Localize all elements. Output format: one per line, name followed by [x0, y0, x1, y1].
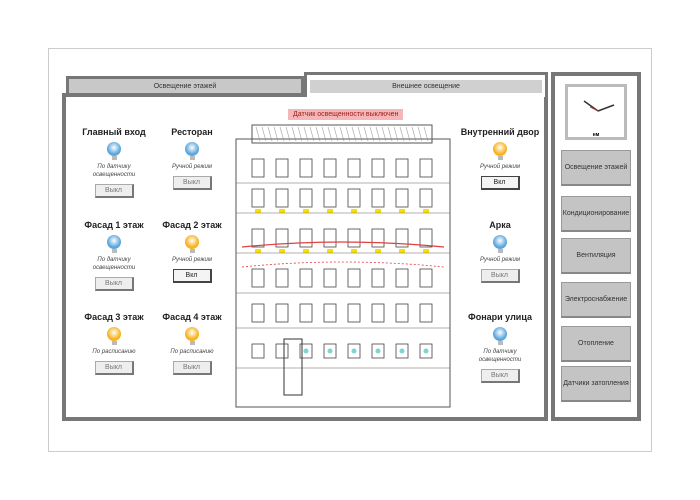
- toggle-button[interactable]: Выкл: [480, 369, 520, 383]
- bulb-icon: [185, 235, 199, 249]
- bulb-icon: [107, 327, 121, 341]
- bulb-icon: [107, 142, 121, 156]
- mode-label: Ручной режим: [480, 164, 520, 170]
- nav-button[interactable]: Датчики затопления: [561, 366, 631, 402]
- clock: нм: [565, 84, 627, 140]
- nav-button[interactable]: Освещение этажей: [561, 150, 631, 186]
- toggle-button[interactable]: Выкл: [172, 361, 212, 375]
- light-zone: Арка Ручной режим Выкл: [460, 220, 540, 283]
- zone-name: Фасад 4 этаж: [162, 312, 222, 322]
- light-zone: Фасад 2 этаж Ручной режим Вкл: [152, 220, 232, 283]
- nav-button[interactable]: Электроснабжение: [561, 282, 631, 318]
- toggle-button[interactable]: Вкл: [172, 269, 212, 283]
- bulb-icon: [493, 327, 507, 341]
- toggle-button[interactable]: Выкл: [94, 361, 134, 375]
- sensor-status-banner: Датчик освещенности выключен: [288, 109, 404, 120]
- clock-label: нм: [592, 132, 600, 138]
- zone-name: Фонари улица: [468, 312, 532, 322]
- bulb-base: [189, 249, 195, 253]
- bulb-base: [111, 156, 117, 160]
- toggle-button[interactable]: Выкл: [480, 269, 520, 283]
- light-zone: Главный вход По датчику освещенности Вык…: [74, 127, 154, 198]
- light-zone: Ресторан Ручной режим Выкл: [152, 127, 232, 190]
- bulb-base: [497, 249, 503, 253]
- light-zone: Фасад 3 этаж По расписанию Выкл: [74, 312, 154, 375]
- tab-label: Освещение этажей: [153, 83, 217, 90]
- toggle-button[interactable]: Выкл: [172, 176, 212, 190]
- toggle-button[interactable]: Выкл: [94, 184, 134, 198]
- bulb-icon: [493, 235, 507, 249]
- tab-exterior-lighting[interactable]: Внешнее освещение: [304, 72, 548, 97]
- mode-label: По датчику освещенности: [92, 257, 136, 271]
- zone-name: Фасад 2 этаж: [162, 220, 222, 230]
- zone-name: Ресторан: [171, 127, 213, 137]
- tab-label: Внешнее освещение: [310, 79, 542, 93]
- nav-button[interactable]: Вентиляция: [561, 238, 631, 274]
- mode-label: Ручной режим: [172, 164, 212, 170]
- bulb-icon: [185, 142, 199, 156]
- building-facade-image: [235, 124, 451, 408]
- mode-label: Ручной режим: [172, 257, 212, 263]
- zone-name: Главный вход: [82, 127, 146, 137]
- bulb-base: [497, 341, 503, 345]
- bulb-base: [189, 341, 195, 345]
- bulb-icon: [185, 327, 199, 341]
- light-zone: Внутренний двор Ручной режим Вкл: [460, 127, 540, 190]
- zone-name: Арка: [489, 220, 511, 230]
- zone-name: Внутренний двор: [460, 127, 540, 137]
- light-zone: Фасад 4 этаж По расписанию Выкл: [152, 312, 232, 375]
- toggle-button[interactable]: Вкл: [480, 176, 520, 190]
- tab-floor-lighting[interactable]: Освещение этажей: [66, 76, 304, 94]
- light-zone: Фасад 1 этаж По датчику освещенности Вык…: [74, 220, 154, 291]
- light-zone: Фонари улица По датчику освещенности Вык…: [460, 312, 540, 383]
- zone-name: Фасад 3 этаж: [84, 312, 144, 322]
- bulb-base: [111, 341, 117, 345]
- bulb-base: [189, 156, 195, 160]
- mode-label: По датчику освещенности: [92, 164, 136, 178]
- bulb-icon: [493, 142, 507, 156]
- bulb-icon: [107, 235, 121, 249]
- mode-label: По расписанию: [170, 349, 214, 355]
- mode-label: По расписанию: [92, 349, 136, 355]
- clock-face-icon: [583, 100, 615, 112]
- mode-label: По датчику освещенности: [478, 349, 522, 363]
- bulb-base: [497, 156, 503, 160]
- nav-button[interactable]: Отопление: [561, 326, 631, 362]
- bulb-base: [111, 249, 117, 253]
- zone-name: Фасад 1 этаж: [84, 220, 144, 230]
- nav-button[interactable]: Кондиционирование: [561, 196, 631, 232]
- exterior-lighting-panel: Датчик освещенности выключен Главный вхо…: [62, 93, 548, 421]
- mode-label: Ручной режим: [480, 257, 520, 263]
- toggle-button[interactable]: Выкл: [94, 277, 134, 291]
